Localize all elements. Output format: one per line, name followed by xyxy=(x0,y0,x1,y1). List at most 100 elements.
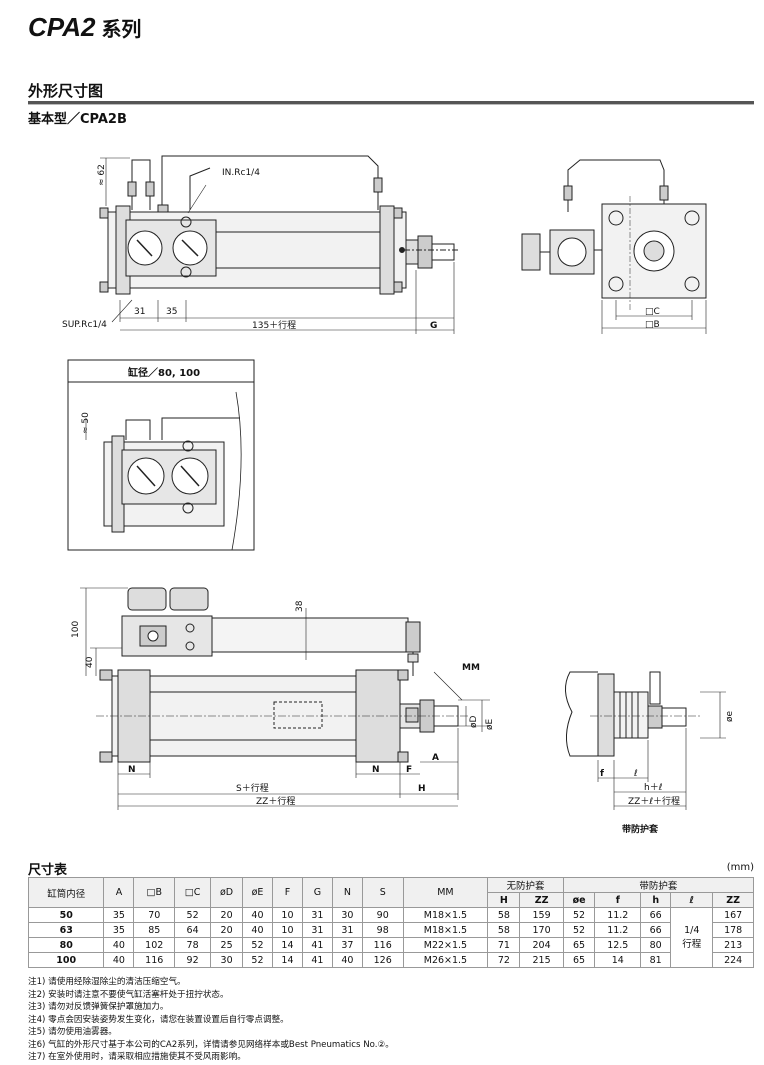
note-line: 注2) 安装时请注意不要使气缸活塞杆处于扭拧状态。 xyxy=(28,989,229,1000)
dim-zz-label: ZZ＋行程 xyxy=(256,795,295,807)
cell-f: 14 xyxy=(271,952,303,968)
cell-b: 116 xyxy=(133,952,176,968)
dim-boot-l-label: ℓ xyxy=(633,769,638,779)
cell-f: 14 xyxy=(271,937,303,953)
cell-zz: 204 xyxy=(519,937,564,953)
approx-50-label: ≈ 50 xyxy=(81,412,91,434)
cell-zz2: 178 xyxy=(712,922,754,938)
cell-f: 11.2 xyxy=(594,907,642,923)
cell-zz2: 224 xyxy=(712,952,754,968)
boot-caption: 带防护套 xyxy=(622,823,659,835)
cell-mm: M18×1.5 xyxy=(402,907,489,923)
note-line: 注3) 请勿对反馈弹簧保护罩施加力。 xyxy=(28,1002,169,1012)
cell-mm: M18×1.5 xyxy=(402,922,489,938)
cell-s: 116 xyxy=(361,937,404,953)
cell-e: 52 xyxy=(241,937,273,953)
col-a: A xyxy=(103,877,135,908)
note-line: 注1) 请使用经除湿除尘的清洁压缩空气。 xyxy=(28,977,186,987)
cell-s: 98 xyxy=(361,922,404,938)
cell-e: 65 xyxy=(562,952,596,968)
cell-b: 102 xyxy=(133,937,176,953)
cell-h: 72 xyxy=(487,952,521,968)
cell-h: 71 xyxy=(487,937,521,953)
col-c: □C xyxy=(174,877,212,908)
note-line: 注6) 气缸的外形尺寸基于本公司的CA2系列，详情请参见网络样本或Best Pn… xyxy=(28,1039,394,1050)
note-line: 注4) 零点会因安装姿势发生变化，请您在装置设置后自行零点调整。 xyxy=(28,1014,289,1025)
cell-h: 80 xyxy=(640,937,672,953)
cell-c: 64 xyxy=(174,922,212,938)
dim-a-label: A xyxy=(432,753,439,763)
cell-a: 35 xyxy=(103,922,135,938)
dim-35-label: 35 xyxy=(166,307,177,317)
cell-s: 126 xyxy=(361,952,404,968)
cell-g: 31 xyxy=(301,922,333,938)
cell-a: 40 xyxy=(103,952,135,968)
col-boot-l: ℓ xyxy=(670,892,714,908)
cell-zz: 170 xyxy=(519,922,564,938)
cell-d: 20 xyxy=(210,922,243,938)
in-port-label: IN.Rc1/4 xyxy=(222,168,260,178)
approx-62-label: ≈ 62 xyxy=(97,164,107,186)
cell-e: 52 xyxy=(241,952,273,968)
section-title: 外形尺寸图 xyxy=(28,82,104,100)
col-e: øE xyxy=(241,877,273,908)
series-suffix: 系列 xyxy=(101,19,142,41)
col-boot-f: f xyxy=(594,892,642,908)
cell-h: 58 xyxy=(487,907,521,923)
cell-d: 30 xyxy=(210,952,243,968)
cell-c: 52 xyxy=(174,907,212,923)
inset-view xyxy=(67,359,255,551)
cell-a: 40 xyxy=(103,937,135,953)
cell-mm: M26×1.5 xyxy=(402,952,489,968)
sup-port-label: SUP.Rc1/4 xyxy=(62,320,107,330)
cell-g: 31 xyxy=(301,907,333,923)
col-boot-h: h xyxy=(640,892,672,908)
cell-e: 65 xyxy=(562,937,596,953)
dim-f-label: F xyxy=(406,765,412,775)
cell-bore: 63 xyxy=(27,922,105,938)
cell-e: 52 xyxy=(562,907,596,923)
cell-mm: M22×1.5 xyxy=(402,937,489,953)
col-bore: 缸筒内径 xyxy=(27,877,105,908)
cell-e: 40 xyxy=(241,907,273,923)
cell-bore: 80 xyxy=(27,937,105,953)
cell-zz2: 213 xyxy=(712,937,754,953)
col-mm: MM xyxy=(402,877,489,908)
notes: 注1) 请使用经除湿除尘的清洁压缩空气。注2) 安装时请注意不要使气缸活塞杆处于… xyxy=(28,976,394,1064)
model-name: CPA2 xyxy=(28,12,96,42)
inset-title: 缸径／80, 100 xyxy=(127,366,200,379)
cell-zz2: 167 xyxy=(712,907,754,923)
dim-100-label: 100 xyxy=(71,621,81,638)
cell-f: 10 xyxy=(271,922,303,938)
dim-135-label: 135＋行程 xyxy=(252,319,296,331)
cell-d: 20 xyxy=(210,907,243,923)
note-line: 注5) 请勿使用油雾器。 xyxy=(28,1027,117,1037)
dim-h-label: H xyxy=(418,784,426,794)
cell-h: 58 xyxy=(487,922,521,938)
section-subtitle: 基本型／CPA2B xyxy=(28,112,127,127)
dim-d-label: øD xyxy=(469,715,479,728)
side-view xyxy=(521,159,707,334)
dimension-drawing: IN.Rc1/4 SUP.Rc1/4 ≈ 62 31 35 135＋行程 G □… xyxy=(62,155,735,835)
cell-s: 90 xyxy=(361,907,404,923)
dim-mm-label: MM xyxy=(462,663,480,673)
cell-c: 78 xyxy=(174,937,212,953)
group-no-boot: 无防护套 xyxy=(487,877,564,893)
col-f: F xyxy=(271,877,303,908)
dim-e-label: øE xyxy=(485,718,495,730)
dim-boot-hl-label: h＋ℓ xyxy=(644,782,662,793)
col-zz: ZZ xyxy=(519,892,564,908)
cell-zz: 159 xyxy=(519,907,564,923)
boot-detail xyxy=(565,671,726,810)
col-b: □B xyxy=(133,877,176,908)
dim-s-label: S＋行程 xyxy=(236,782,269,794)
cell-g: 41 xyxy=(301,937,333,953)
dim-b-label: □B xyxy=(645,320,660,330)
dim-boot-e-label: øe xyxy=(725,710,735,722)
lower-view xyxy=(80,587,490,810)
cell-c: 92 xyxy=(174,952,212,968)
table-title: 尺寸表 xyxy=(28,863,68,878)
